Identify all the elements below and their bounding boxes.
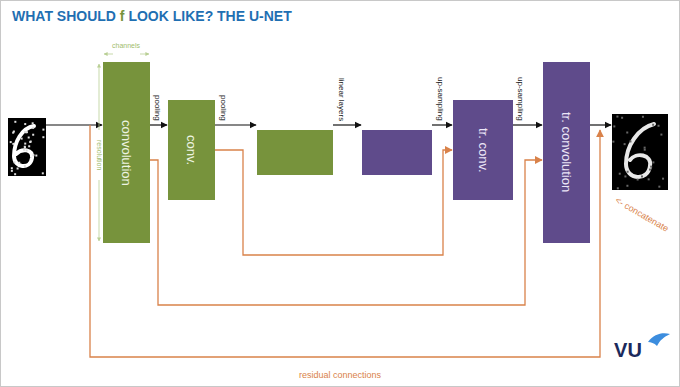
- flow-arrow: [150, 124, 167, 125]
- caption-label: residual connections: [299, 371, 381, 381]
- conv-block: convolution: [103, 62, 150, 243]
- conv-block: conv.: [168, 100, 215, 200]
- tr-conv-block: tr. conv.: [453, 100, 513, 200]
- dimension-label: channels: [112, 42, 140, 50]
- block-label: convolution: [119, 120, 134, 186]
- block-label: tr. convolution: [559, 112, 574, 192]
- flow-arrow: [513, 124, 542, 125]
- logo-text: VU: [614, 339, 642, 361]
- residual-line: [90, 125, 600, 357]
- operation-label: up-sampling: [436, 77, 445, 121]
- slide-title: WHAT SHOULD f LOOK LIKE? THE U-NET: [12, 8, 292, 24]
- feature-box: [257, 130, 333, 175]
- output-image: [612, 114, 668, 190]
- tr-conv-block: tr. convolution: [543, 62, 590, 243]
- operation-label: up-sampling: [516, 77, 525, 121]
- dimension-label: resolution: [95, 140, 103, 170]
- block-label: conv.: [184, 135, 199, 165]
- operation-label: pooling: [219, 95, 228, 121]
- residual-connection: [215, 150, 452, 255]
- logo-bird: [648, 333, 670, 346]
- block-label: tr. conv.: [476, 128, 491, 173]
- operation-label: linear layers: [337, 78, 346, 121]
- operation-label: pooling: [153, 95, 162, 121]
- input-image: [8, 118, 46, 176]
- annotation-label: <- concatenate: [613, 196, 670, 234]
- feature-box: [362, 130, 432, 175]
